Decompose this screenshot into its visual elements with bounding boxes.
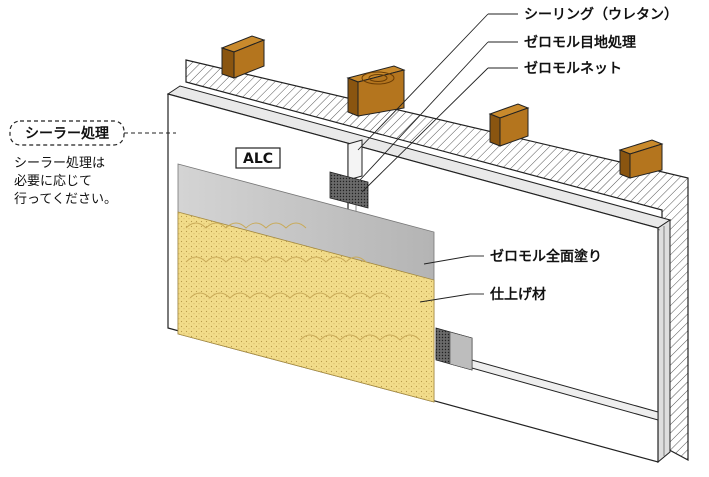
sealer-note-line-1: シーラー処理は: [14, 156, 105, 171]
leader-joint-treatment: [359, 41, 489, 181]
leader-finish: [419, 293, 471, 303]
alc-label: ALC: [243, 151, 273, 167]
wood-beam: [618, 139, 664, 179]
wood-beam: [346, 65, 406, 117]
label-full-coat: ゼロモル全面塗り: [490, 248, 602, 265]
finish-texture: [185, 222, 421, 341]
zeromol-mesh-upper: [329, 171, 369, 209]
label-joint-treatment: ゼロモル目地処理: [524, 34, 636, 51]
wood-beam: [488, 103, 530, 147]
sealer-note-line-3: 行ってください。: [14, 192, 117, 207]
sealing-joint: [347, 139, 363, 181]
label-mesh: ゼロモルネット: [524, 60, 622, 77]
leader-mesh: [361, 67, 489, 193]
label-sealer: シーラー処理: [25, 125, 109, 142]
label-sealing: シーリング（ウレタン）: [524, 6, 678, 23]
finish-layer: [177, 211, 435, 403]
leader-sealing: [357, 13, 489, 151]
sealer-label-box: [9, 120, 125, 146]
wood-beam: [220, 35, 266, 79]
sealer-note-line-2: 必要に応じて: [14, 174, 92, 189]
leader-full-coat: [423, 255, 471, 265]
label-finish: 仕上げ材: [489, 286, 546, 303]
alc-label-box: [235, 147, 281, 169]
